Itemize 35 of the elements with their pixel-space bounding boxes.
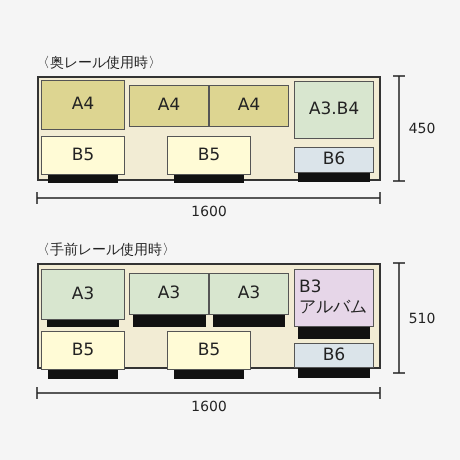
size-label: アルバム (299, 298, 367, 318)
dimension-label: 1600 (191, 399, 227, 415)
size-label: B5 (198, 340, 220, 360)
size-label: B5 (72, 146, 94, 166)
size-label: B5 (72, 340, 94, 360)
shelf-slot (41, 80, 125, 130)
size-label: B6 (322, 150, 346, 170)
shelf-slot (167, 136, 251, 175)
dimension-label: 510 (408, 311, 436, 327)
shelf-slot (294, 343, 374, 368)
shelf-slot (129, 273, 209, 315)
dimension-label: 450 (408, 121, 436, 137)
shelf-slot (41, 136, 125, 175)
shelf-slot (209, 85, 289, 127)
shelf-slot (41, 269, 125, 320)
shelf-slot (41, 331, 125, 370)
size-label: A3 (72, 284, 94, 304)
size-label: A4 (238, 96, 260, 116)
dimension-label: 1600 (191, 204, 227, 220)
shelf-slot (294, 147, 374, 173)
shelf-slot (209, 273, 289, 315)
size-label: A4 (72, 95, 94, 115)
size-label: B3 (299, 278, 322, 298)
size-label: A3 (238, 284, 260, 304)
shelf-slot (129, 85, 209, 127)
shelf-slot (294, 81, 374, 139)
shelf-slot (294, 269, 374, 327)
size-label: A3.B4 (308, 100, 360, 120)
size-label: B6 (322, 346, 346, 366)
size-label: A3 (158, 284, 180, 304)
panel-heading: 〈奥レール使用時〉 (36, 54, 162, 72)
size-label: B5 (198, 146, 220, 166)
shelf-slot (167, 331, 251, 370)
panel-heading: 〈手前レール使用時〉 (36, 241, 176, 259)
size-label: A4 (158, 96, 180, 116)
